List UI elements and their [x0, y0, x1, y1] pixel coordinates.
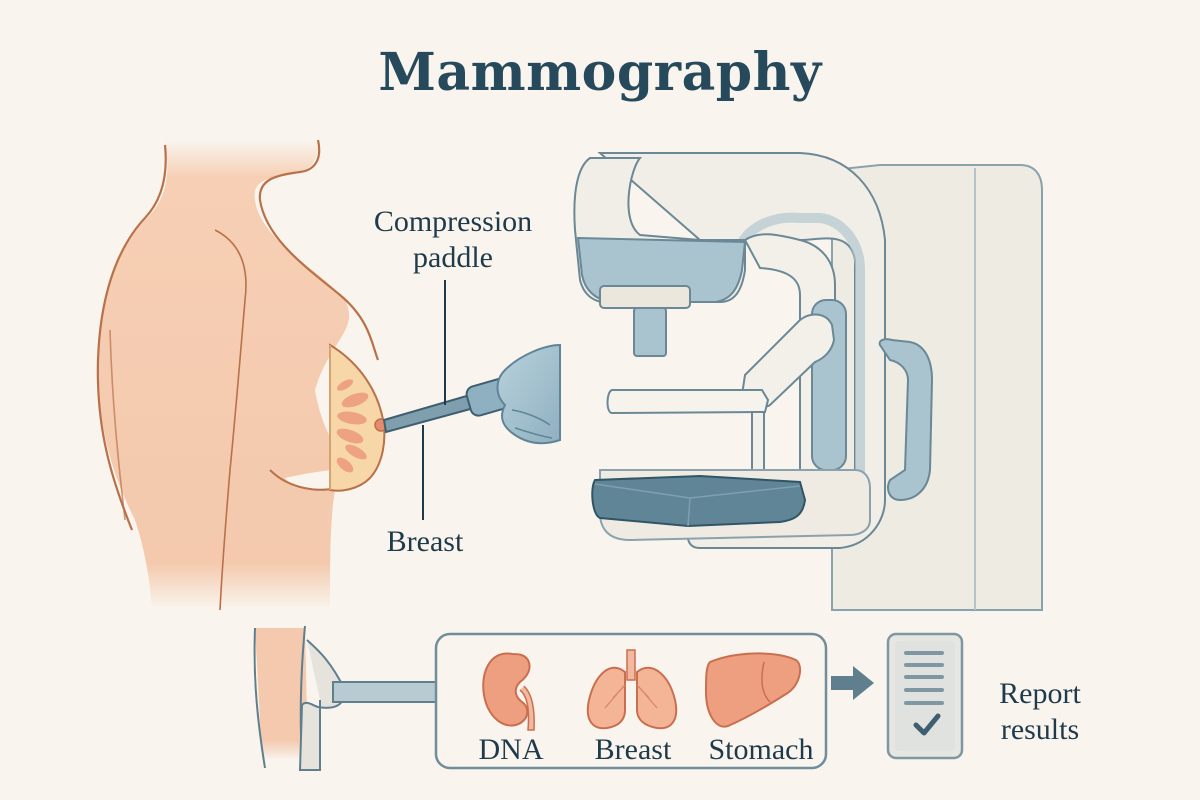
- compression-paddle: [382, 377, 515, 434]
- liver-icon: [704, 652, 802, 728]
- compression-paddle-label-line1: Compression: [373, 205, 533, 238]
- compression-paddle-label: Compression paddle: [348, 204, 558, 276]
- report-check-icon: [886, 632, 964, 760]
- arrow-right-icon: [831, 666, 874, 700]
- report-label-line2: results: [1000, 713, 1080, 746]
- organ-label-breast: Breast: [594, 733, 672, 766]
- report-results-label: Report results: [975, 676, 1105, 748]
- organ-label-stomach: Stomach: [708, 733, 814, 766]
- mammography-machine: [573, 152, 1043, 611]
- process-patient-thumbnail: [253, 625, 347, 771]
- breast-anatomy: [329, 343, 388, 492]
- lungs-icon: [586, 649, 678, 730]
- connector-bar: [332, 681, 437, 703]
- page-title: Mammography: [378, 42, 822, 103]
- patient-torso: [96, 139, 380, 611]
- kidney-icon: [482, 652, 535, 731]
- compression-paddle-label-line2: paddle: [413, 241, 493, 274]
- organ-label-dna: DNA: [478, 733, 544, 766]
- breast-label: Breast: [386, 525, 464, 558]
- report-label-line1: Report: [999, 677, 1081, 710]
- gloved-hand: [496, 343, 561, 445]
